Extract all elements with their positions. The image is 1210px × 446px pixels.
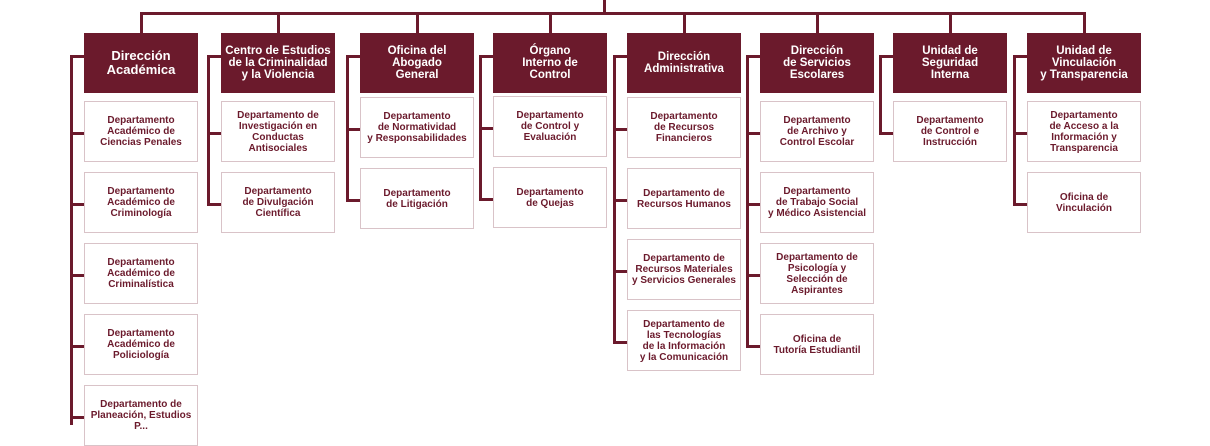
- unit-header: Oficina del Abogado General: [360, 33, 474, 93]
- child-connector: [746, 131, 760, 135]
- top-connector-bar: [140, 12, 1086, 15]
- department-box: Departamento de Recursos Humanos: [627, 168, 741, 229]
- branch-spine-cap: [879, 55, 893, 58]
- unit-header: Dirección Administrativa: [627, 33, 741, 93]
- unit-drop-connector: [683, 12, 686, 33]
- child-connector: [70, 202, 84, 206]
- child-connector: [479, 197, 493, 201]
- branch-spine: [70, 55, 73, 425]
- branch-spine-cap: [479, 55, 493, 58]
- child-connector: [70, 415, 84, 419]
- unit-drop-connector: [1083, 12, 1086, 33]
- department-box: Departamento de Psicología y Selección d…: [760, 243, 874, 304]
- branch-spine-cap: [1013, 55, 1027, 58]
- unit-header: Dirección de Servicios Escolares: [760, 33, 874, 93]
- unit-header: Órgano Interno de Control: [493, 33, 607, 93]
- unit-drop-connector: [277, 12, 280, 33]
- unit-header: Unidad de Vinculación y Transparencia: [1027, 33, 1141, 93]
- department-box: Departamento Académico de Policiología: [84, 314, 198, 375]
- department-box: Departamento de Litigación: [360, 168, 474, 229]
- child-connector: [613, 340, 627, 344]
- child-connector: [346, 127, 360, 131]
- department-box: Oficina de Tutoría Estudiantil: [760, 314, 874, 375]
- department-box: Departamento de Investigación en Conduct…: [221, 101, 335, 162]
- department-box: Departamento de las Tecnologías de la In…: [627, 310, 741, 371]
- branch-spine: [879, 55, 882, 134]
- branch-spine-cap: [207, 55, 221, 58]
- unit-drop-connector: [549, 12, 552, 33]
- department-box: Departamento de Control y Evaluación: [493, 96, 607, 157]
- child-connector: [746, 202, 760, 206]
- branch-spine-cap: [613, 55, 627, 58]
- child-connector: [346, 198, 360, 202]
- department-box: Departamento de Quejas: [493, 167, 607, 228]
- child-connector: [207, 202, 221, 206]
- department-box: Departamento de Divulgación Científica: [221, 172, 335, 233]
- child-connector: [207, 131, 221, 135]
- unit-drop-connector: [816, 12, 819, 33]
- child-connector: [70, 273, 84, 277]
- branch-spine: [746, 55, 749, 347]
- department-box: Departamento Académico de Criminología: [84, 172, 198, 233]
- department-box: Departamento de Trabajo Social y Médico …: [760, 172, 874, 233]
- branch-spine-cap: [746, 55, 760, 58]
- department-box: Departamento de Normatividad y Responsab…: [360, 97, 474, 158]
- child-connector: [746, 273, 760, 277]
- unit-drop-connector: [140, 12, 143, 33]
- child-connector: [613, 127, 627, 131]
- branch-spine: [207, 55, 210, 205]
- department-box: Departamento Académico de Criminalística: [84, 243, 198, 304]
- unit-header: Unidad de Seguridad Interna: [893, 33, 1007, 93]
- child-connector: [70, 131, 84, 135]
- department-box: Departamento de Planeación, Estudios P..…: [84, 385, 198, 446]
- department-box: Departamento de Acceso a la Información …: [1027, 101, 1141, 162]
- unit-header: Centro de Estudios de la Criminalidad y …: [221, 33, 335, 93]
- child-connector: [746, 344, 760, 348]
- unit-header: Dirección Académica: [84, 33, 198, 93]
- department-box: Departamento Académico de Ciencias Penal…: [84, 101, 198, 162]
- child-connector: [1013, 131, 1027, 135]
- child-connector: [879, 131, 893, 135]
- child-connector: [479, 126, 493, 130]
- child-connector: [1013, 202, 1027, 206]
- child-connector: [613, 269, 627, 273]
- department-box: Oficina de Vinculación: [1027, 172, 1141, 233]
- department-box: Departamento de Recursos Materiales y Se…: [627, 239, 741, 300]
- child-connector: [613, 198, 627, 202]
- root-connector: [603, 0, 606, 15]
- branch-spine: [1013, 55, 1016, 205]
- branch-spine-cap: [346, 55, 360, 58]
- department-box: Departamento de Recursos Financieros: [627, 97, 741, 158]
- unit-drop-connector: [949, 12, 952, 33]
- unit-drop-connector: [416, 12, 419, 33]
- child-connector: [70, 344, 84, 348]
- department-box: Departamento de Archivo y Control Escola…: [760, 101, 874, 162]
- department-box: Departamento de Control e Instrucción: [893, 101, 1007, 162]
- branch-spine-cap: [70, 55, 84, 58]
